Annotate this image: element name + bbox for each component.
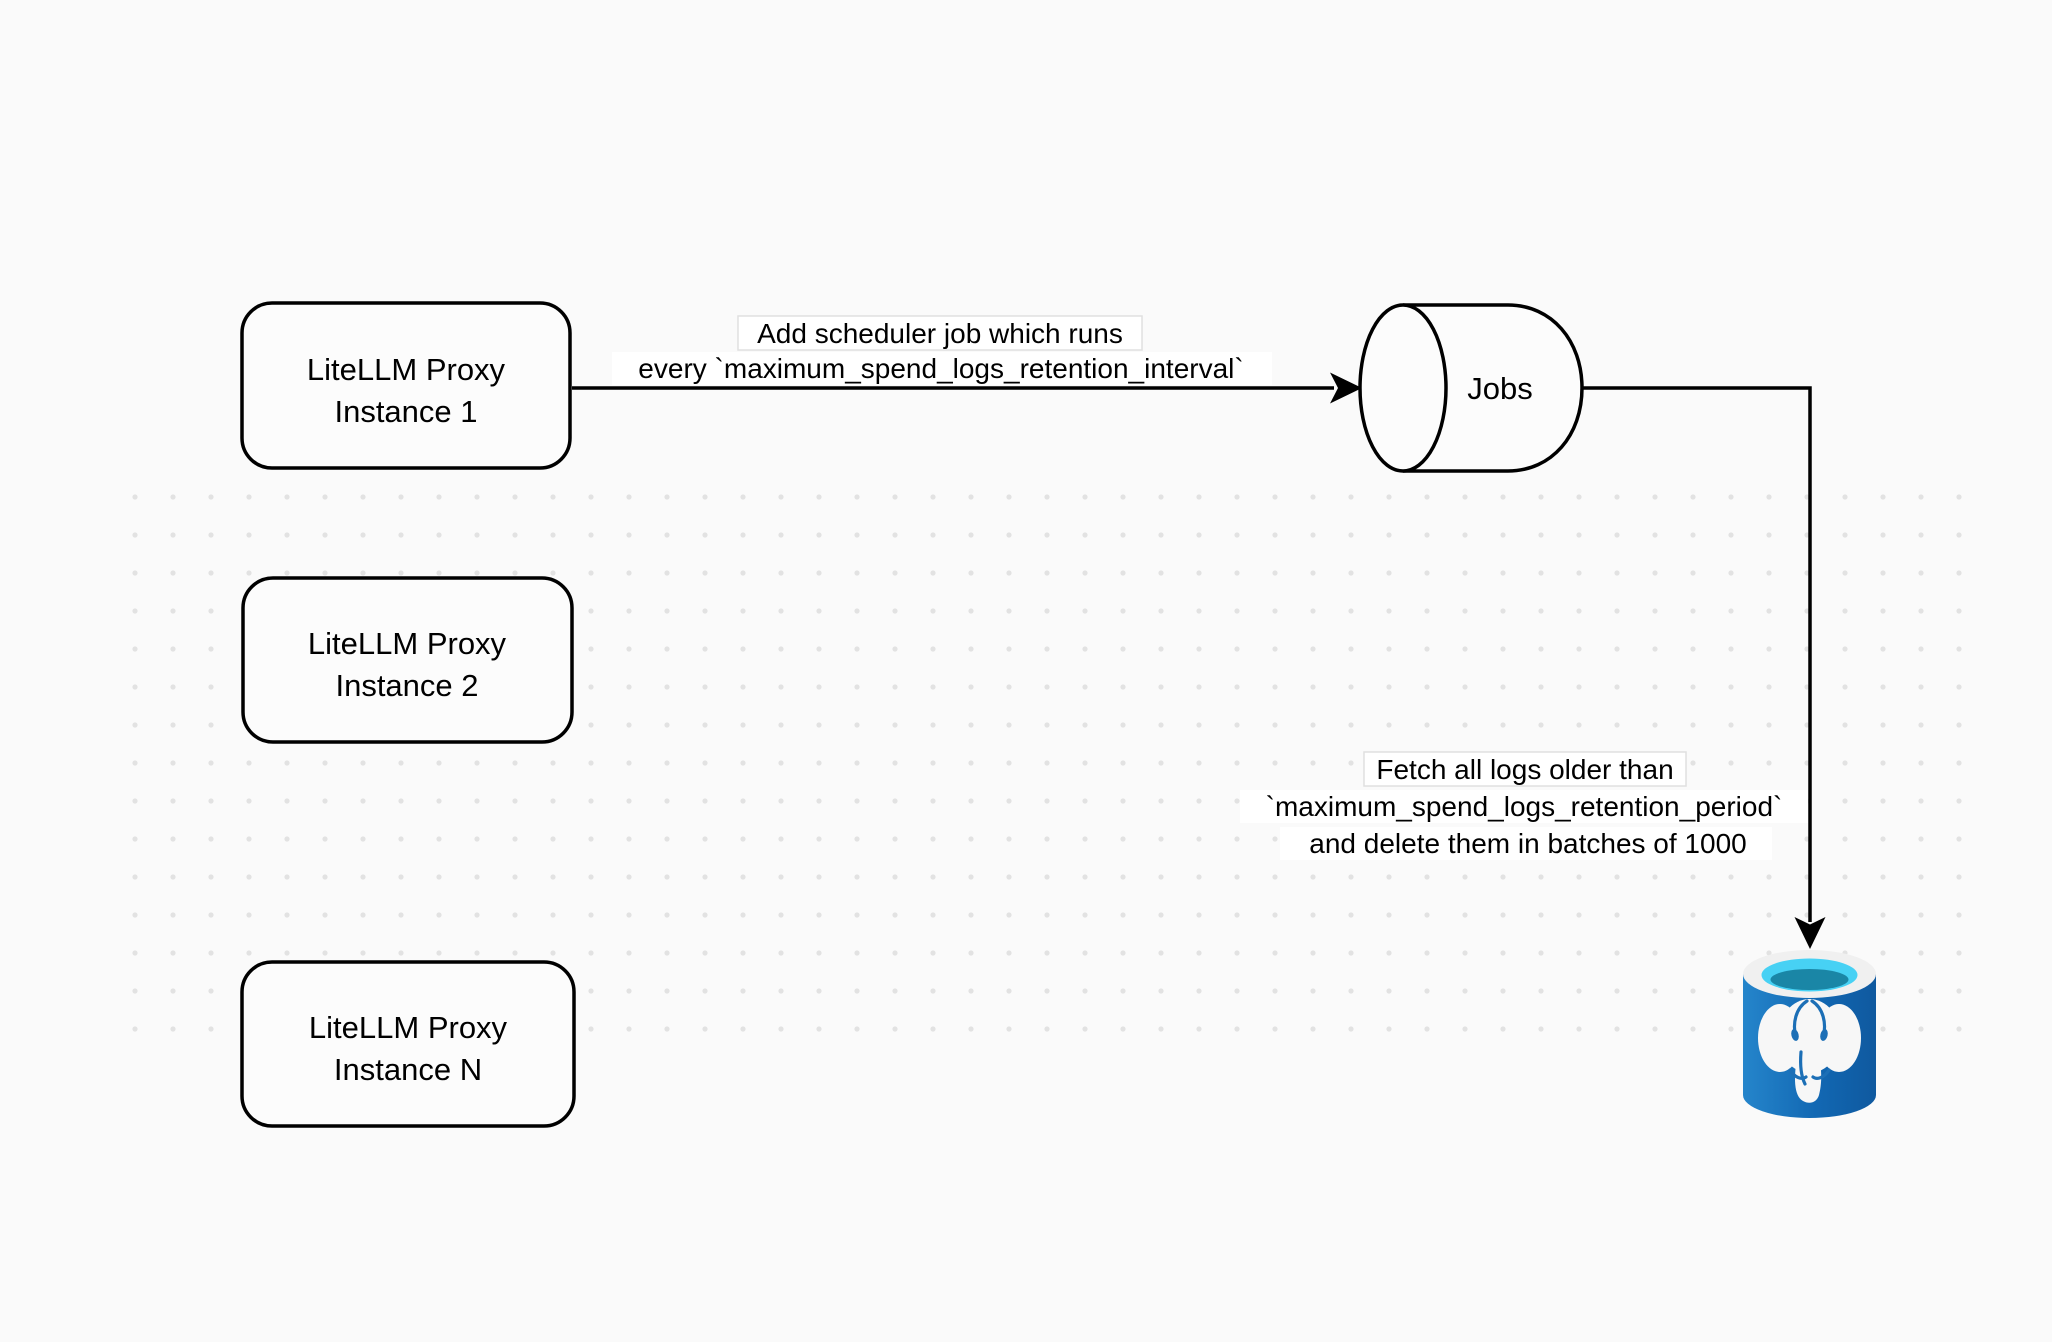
edge-label-background xyxy=(1280,827,1772,860)
node-label-line2: Instance 1 xyxy=(334,394,477,429)
edge-label-fetch-line3: and delete them in batches of 1000 xyxy=(1309,828,1746,859)
edge-line-elbow xyxy=(1582,386,1812,922)
arrowhead-down-icon xyxy=(1794,917,1826,949)
node-box xyxy=(240,960,576,1128)
queue-cylinder-face xyxy=(1358,303,1448,473)
node-label-line2: Instance 2 xyxy=(335,668,478,703)
postgresql-database-icon xyxy=(1743,950,1876,1118)
edge-label-fetch-line2: `maximum_spend_logs_retention_period` xyxy=(1266,791,1783,822)
node-litellm-proxy-instance-2: LiteLLM Proxy Instance 2 xyxy=(241,576,574,744)
edge-label-scheduler-line2: every `maximum_spend_logs_retention_inte… xyxy=(638,353,1243,384)
node-litellm-proxy-instance-n: LiteLLM Proxy Instance N xyxy=(240,960,576,1128)
postgres-elephant-icon xyxy=(1758,999,1861,1103)
node-litellm-proxy-instance-1: LiteLLM Proxy Instance 1 xyxy=(240,301,572,470)
node-label-line1: LiteLLM Proxy xyxy=(307,352,506,387)
node-jobs-queue: Jobs xyxy=(1358,303,1584,473)
node-label-line1: LiteLLM Proxy xyxy=(309,1010,508,1045)
queue-cylinder-body xyxy=(1403,303,1584,473)
node-label-jobs: Jobs xyxy=(1467,371,1532,406)
node-label-line2: Instance N xyxy=(334,1052,482,1087)
node-box xyxy=(240,301,572,470)
edge-label-fetch-line1: Fetch all logs older than xyxy=(1376,754,1673,785)
db-cylinder-liquid xyxy=(1770,969,1849,990)
node-label-line1: LiteLLM Proxy xyxy=(308,626,507,661)
node-box xyxy=(241,576,574,744)
edge-add-scheduler-job: Add scheduler job which runs every `maxi… xyxy=(572,315,1362,404)
edge-label-background xyxy=(612,352,1272,385)
edge-label-background xyxy=(1363,751,1687,787)
edge-label-background xyxy=(737,315,1143,351)
edge-label-background xyxy=(1240,790,1808,823)
edge-label-scheduler-line1: Add scheduler job which runs xyxy=(757,318,1123,349)
edge-fetch-delete-logs: Fetch all logs older than `maximum_spend… xyxy=(1240,386,1826,949)
arrowhead-right-icon xyxy=(1330,372,1362,404)
